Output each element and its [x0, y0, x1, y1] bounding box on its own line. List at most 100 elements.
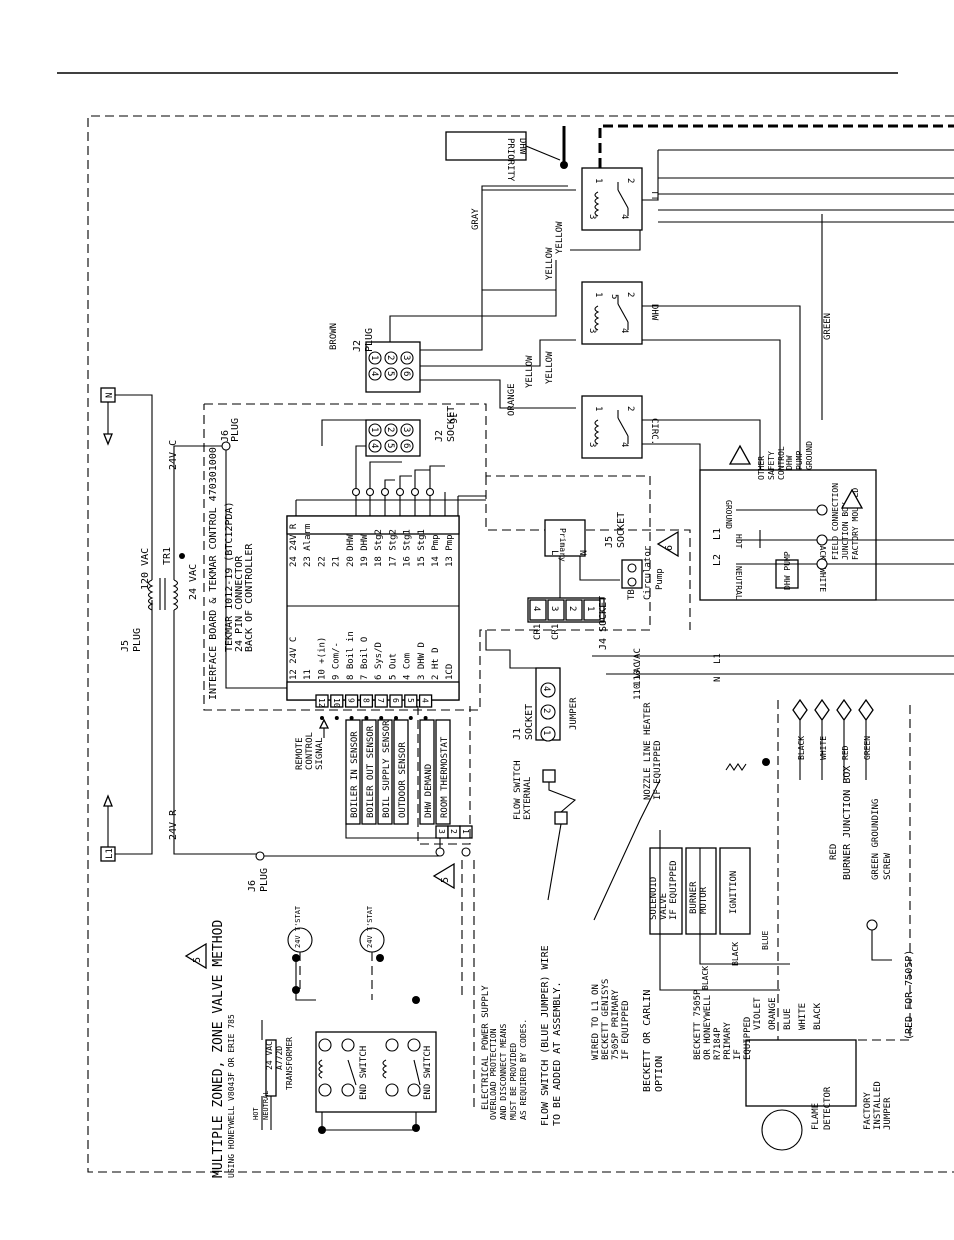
valve-pin: [407, 1083, 421, 1097]
wire: [871, 930, 892, 961]
j6-plug-node-bottom: [255, 851, 265, 861]
label-field2: JUNCTION BOX: [841, 502, 850, 560]
connector-node: [425, 487, 435, 497]
label-l1_lbl: L1: [713, 653, 723, 664]
pin-left-1: 11: [303, 669, 313, 680]
j2-socket-pin: [368, 423, 382, 437]
terminal-strip: [374, 694, 388, 708]
connector-node: [365, 487, 375, 497]
relay-coil-icon: [594, 305, 600, 331]
node: [334, 716, 339, 720]
terminal-number: 9: [347, 698, 356, 703]
pin-left-3: 9 Com/-: [332, 642, 342, 680]
wire-24vc: [173, 445, 230, 580]
ignition-box: [719, 847, 751, 935]
relay-circ: [581, 395, 643, 459]
j2-plug-pin: [384, 367, 398, 381]
relay-pin: 3: [587, 442, 597, 447]
label-flow_ext2: EXTERNAL: [523, 777, 533, 820]
label-tstat2: 24V T'STAT: [366, 905, 374, 948]
terminal-tag-number: 1: [461, 829, 470, 834]
label-fact2: INSTALLED: [873, 1081, 883, 1130]
label-j1_1: J1: [512, 728, 523, 740]
label-white: WHITE: [818, 568, 827, 592]
wire: [225, 450, 302, 689]
label-black3: BLACK: [701, 966, 710, 990]
j2-pin-number: 6: [401, 443, 411, 448]
label-ignition: IGNITION: [729, 871, 739, 914]
label-j5sock1: J5: [604, 536, 615, 548]
terminal-tag-number: 2: [449, 829, 458, 834]
label-yellow1: YELLOW: [525, 355, 535, 388]
wire: [481, 185, 568, 190]
flow-switch-terminal: [542, 769, 556, 783]
node: [560, 161, 568, 169]
wire: [642, 339, 781, 470]
j2-socket-pin: [384, 423, 398, 437]
label-neutral: NEUTRAL: [262, 1090, 270, 1120]
node: [349, 716, 354, 720]
label-j5sock2: SOCKET: [616, 512, 627, 548]
wire: [321, 419, 366, 446]
j2-plug-pin-number: 4: [369, 371, 379, 376]
label-transformer: TRANSFORMER: [285, 1037, 294, 1090]
outer-dashed-border: [87, 115, 954, 1173]
label-black: BLACK: [818, 536, 827, 560]
label-ground: GROUND: [724, 500, 733, 529]
label-circ_pump1: Circulator: [643, 545, 653, 600]
pin-left-2: 10 +(in): [317, 637, 327, 680]
label-overload3: MUST BE PROVIDED: [509, 1043, 518, 1120]
terminal-strip: [418, 694, 433, 708]
warning-number: 6: [664, 545, 675, 551]
sensor-box-boil_supply: [377, 719, 393, 825]
relay-pin: 1: [593, 292, 603, 297]
pin-right-3: 21: [332, 556, 342, 567]
pin-right-4: 20 DHW: [346, 534, 356, 567]
pin-left-6: 6 Sys/D: [374, 642, 384, 680]
wire: [321, 1112, 417, 1131]
label-j2sock2: SOCKET: [446, 406, 457, 442]
node: [762, 758, 770, 766]
j2-pin-number: 2: [385, 427, 395, 432]
wire: [659, 830, 780, 991]
label-beck_prim5: IF: [733, 1049, 743, 1060]
node: [435, 847, 445, 857]
j6-plug-node: [221, 441, 231, 451]
terminal-strip: [330, 694, 344, 708]
label-j6plug_b: J6: [247, 880, 258, 892]
warning-triangle-icon: [840, 488, 864, 509]
connector-top-tab: [286, 515, 460, 535]
relay-pin: 1: [593, 178, 603, 183]
label-j5_1: J5: [120, 640, 131, 652]
label-brown: BROWN: [329, 323, 339, 350]
leader: [593, 779, 661, 921]
terminal-screw-icon: [816, 558, 828, 570]
leader: [525, 145, 561, 161]
j1-pin-number: 2: [541, 708, 551, 713]
label-dhw_demand: DHW DEMAND: [424, 764, 434, 818]
label-blue: BLUE: [783, 1008, 793, 1030]
label-black4: BLACK: [731, 942, 740, 966]
label-outdoor: OUTDOOR SENSOR: [398, 742, 408, 818]
cr1-label: CR1: [533, 624, 543, 640]
label-boil_supply: BOIL SUPPLY SENSOR: [382, 720, 392, 818]
wire: [642, 419, 761, 470]
j1-pin-number: 4: [541, 686, 551, 691]
relay-pin: 2: [625, 406, 635, 411]
label-burner1: BURNER: [689, 881, 699, 914]
wire: [414, 469, 430, 492]
valve-pin: [341, 1038, 355, 1052]
label-n_110: 110 VAC: [633, 662, 643, 700]
label-j6plug_b2: PLUG: [259, 868, 270, 892]
flow-switch-terminal: [554, 811, 568, 825]
pin-left-11: 1CD: [445, 664, 455, 680]
pin-right-10: 14 Pmp: [431, 534, 441, 567]
terminal-tag-number: 3: [437, 829, 446, 834]
j2-pin-number: 5: [385, 443, 395, 448]
wire: [642, 305, 801, 470]
interface-board-border: [203, 403, 651, 711]
wire: [260, 838, 441, 857]
arrow-icon: [318, 718, 330, 729]
valve-pin: [318, 1038, 332, 1052]
